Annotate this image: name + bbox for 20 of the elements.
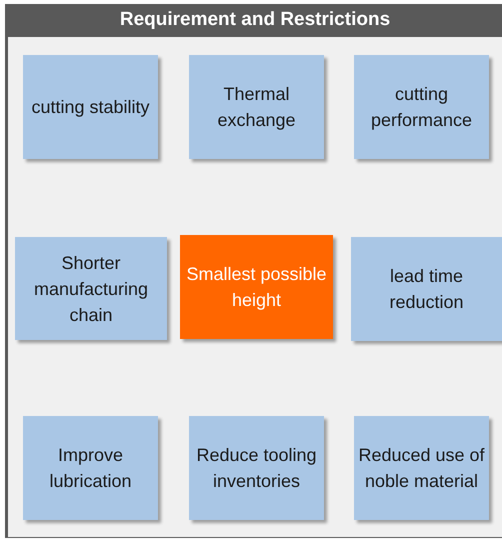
box-label: cutting performance — [370, 83, 474, 132]
requirement-box — [189, 416, 324, 520]
box-label: lead time reduction — [388, 265, 465, 314]
requirement-box — [189, 55, 324, 159]
requirement-box — [354, 416, 489, 520]
box-label: Reduced use of noble material — [358, 444, 485, 493]
requirement-box — [354, 55, 489, 159]
requirement-box — [15, 237, 167, 340]
group-panel — [5, 4, 502, 538]
box-label: Improve lubrication — [48, 444, 133, 493]
requirement-box — [23, 416, 158, 520]
panel-title: Requirement and Restrictions — [120, 8, 390, 32]
box-label: Shorter manufacturing chain — [32, 252, 150, 326]
box-label: Smallest possible height — [185, 263, 328, 312]
box-label: Reduce tooling inventories — [195, 444, 318, 493]
highlighted-box — [180, 235, 333, 339]
requirement-box — [351, 237, 502, 341]
box-label: Thermal exchange — [216, 83, 297, 132]
requirement-box — [23, 55, 158, 159]
box-label: cutting stability — [31, 96, 150, 119]
